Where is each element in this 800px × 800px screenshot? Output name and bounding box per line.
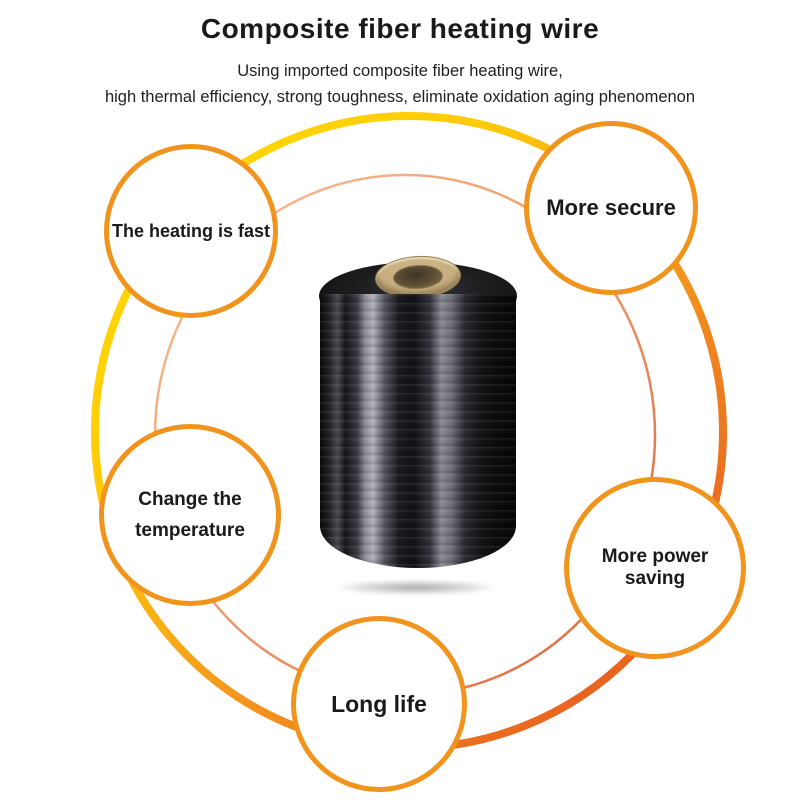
spool-core-hole [392, 263, 444, 291]
feature-bubble-change-temperature: Change the temperature [99, 424, 281, 606]
feature-bubble-long-life: Long life [291, 616, 467, 792]
subtitle-line-1: Using imported composite fiber heating w… [237, 62, 563, 80]
feature-bubble-more-power-saving: More power saving [564, 477, 746, 659]
feature-label: More power saving [601, 546, 709, 589]
spool-body [320, 294, 516, 568]
feature-label: The heating is fast [111, 220, 271, 241]
subtitle-line-2: high thermal efficiency, strong toughnes… [104, 88, 696, 106]
feature-bubble-heating-fast: The heating is fast [104, 144, 278, 318]
product-photo [318, 253, 518, 604]
feature-bubble-more-secure: More secure [524, 121, 698, 295]
feature-label: Change the temperature [135, 488, 245, 541]
feature-label: More secure [546, 195, 676, 220]
page-title: Composite fiber heating wire [200, 13, 600, 44]
spool-shadow [338, 580, 494, 595]
feature-label: Long life [331, 690, 427, 717]
subtitle: Using imported composite fiber heating w… [0, 58, 800, 110]
